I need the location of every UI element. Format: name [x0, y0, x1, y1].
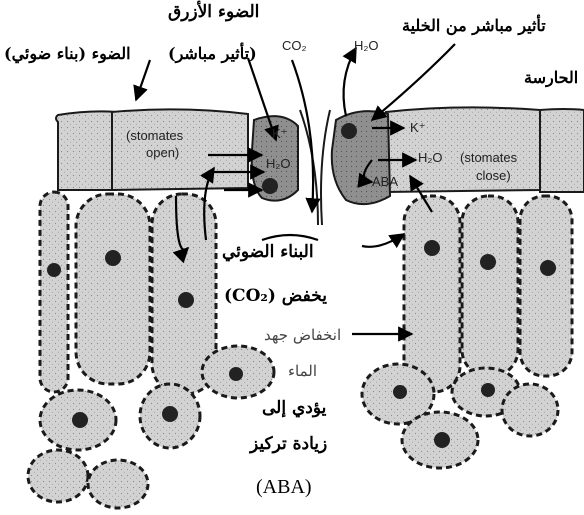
label-photosynthesis: البناء الضوئي: [222, 242, 314, 262]
label-stomates-open-1: (stomates: [126, 128, 184, 143]
label-h2o-right: H₂O: [418, 150, 443, 165]
label-h2o-top: H₂O: [354, 38, 379, 53]
guard-cell-right: [332, 111, 390, 204]
label-stomates-close-2: close): [476, 168, 511, 183]
label-direct-effect: (تأثير مباشر): [168, 44, 257, 63]
right-palisade-cells: [404, 196, 572, 392]
label-k-right: K⁺: [410, 120, 426, 135]
guard-cell-right-nucleus: [341, 123, 357, 139]
label-aba-bottom: (ABA): [256, 476, 312, 499]
arrow-h2o-out: [344, 48, 356, 116]
label-h2o-left: H₂O: [266, 156, 291, 171]
label-light-photosynthesis: الضوء (بناء ضوئي): [4, 44, 131, 63]
arrow-light-to-epidermis: [136, 60, 150, 100]
label-guard-direct-2: الحارسة: [524, 68, 578, 87]
label-guard-direct-1: تأثير مباشر من الخلية: [402, 16, 546, 35]
label-water-potential-drop-1: انخفاض جهد: [264, 326, 341, 344]
label-k-left: K⁺: [272, 126, 288, 141]
label-blue-light: الضوء الأزرق: [168, 2, 259, 22]
label-stomates-close-1: (stomates: [460, 150, 518, 165]
label-co2-top: CO₂: [282, 38, 307, 53]
left-palisade-cells: [40, 192, 216, 394]
label-aba-cell: ABA: [372, 174, 398, 189]
label-stomates-open-2: open): [146, 145, 179, 160]
guard-cell-left-nucleus: [262, 178, 278, 194]
label-water-potential-drop-2: الماء: [288, 362, 317, 380]
label-leads-to: يؤدي إلى: [262, 398, 326, 418]
label-reduces-co2: يخفض (CO₂): [224, 286, 327, 306]
label-increase-concentration: زيادة تركيز: [250, 434, 327, 454]
